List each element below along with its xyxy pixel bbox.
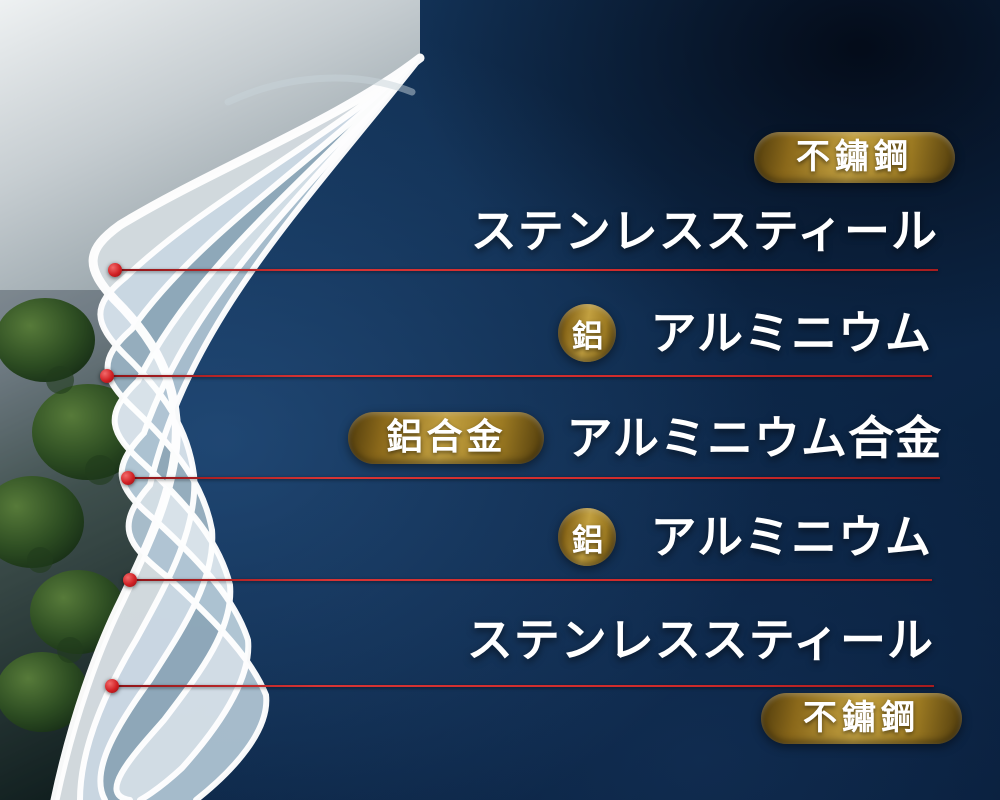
callout-dot-1 <box>108 263 122 277</box>
layer-label-aluminum-lower: アルミニウム <box>650 510 932 564</box>
row-stainless-label-top: ステンレススティール <box>471 203 938 259</box>
layer-label-stainless-bottom: ステンレススティール <box>466 613 934 667</box>
row-aluminum-upper: 鋁 アルミニウム <box>558 304 932 362</box>
row-stainless-label-bottom: ステンレススティール <box>467 612 934 668</box>
row-aluminum-alloy: 鋁合金 アルミニウム合金 <box>348 410 942 466</box>
callout-dot-3 <box>121 471 135 485</box>
layer-edges <box>50 53 425 800</box>
layer-label-aluminum-upper: アルミニウム <box>650 306 932 360</box>
layer-label-aluminum-alloy: アルミニウム合金 <box>566 411 942 465</box>
badge-stainless-top: 不鏽鋼 <box>754 132 955 184</box>
badge-aluminum-lower: 鋁 <box>558 508 617 566</box>
badge-aluminum-alloy: 鋁合金 <box>348 412 545 464</box>
layer-label-stainless-top: ステンレススティール <box>470 204 938 258</box>
callout-line-2 <box>107 375 932 377</box>
badge-stainless-bottom: 不鏽鋼 <box>761 693 962 745</box>
callout-line-1 <box>115 269 938 271</box>
callout-line-4 <box>130 579 932 581</box>
callout-line-3 <box>128 477 940 479</box>
callout-dot-2 <box>100 369 114 383</box>
row-aluminum-lower: 鋁 アルミニウム <box>558 508 932 566</box>
pan-layers-illustration <box>0 0 425 800</box>
pan-rim-highlight <box>224 74 416 106</box>
callout-line-5 <box>112 685 934 687</box>
row-stainless-badge-top: 不鏽鋼 <box>754 132 955 184</box>
callout-dot-4 <box>123 573 137 587</box>
badge-aluminum-upper: 鋁 <box>558 304 617 362</box>
row-stainless-badge-bottom: 不鏽鋼 <box>761 693 962 745</box>
callout-dot-5 <box>105 679 119 693</box>
